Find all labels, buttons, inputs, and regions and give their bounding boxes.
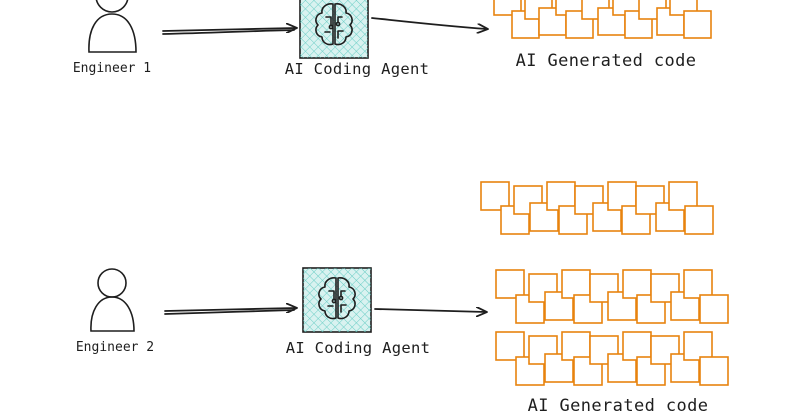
arrow-agent-1-to-code (371, 17, 487, 29)
code-block-icon (544, 353, 574, 383)
code-block-icon (513, 185, 543, 215)
brain-circuit-icon (315, 3, 353, 46)
code-block-icon (622, 331, 652, 361)
code-2-label: AI Generated code (527, 396, 709, 416)
code-block-icon (699, 294, 729, 324)
brain-circuit-icon (318, 277, 356, 320)
code-cluster-3 (495, 269, 729, 324)
arrow-agent-2-to-code (374, 309, 486, 312)
arrow-engineer-1-to-agent (162, 28, 296, 35)
person-icon (90, 268, 135, 332)
code-cluster-4 (495, 331, 729, 386)
code-block-icon (529, 202, 559, 232)
engineer-1-label: Engineer 1 (72, 61, 152, 76)
code-block-icon (573, 294, 603, 324)
agent-1-label: AI Coding Agent (284, 60, 430, 78)
code-block-icon (544, 291, 574, 321)
code-block-icon (561, 331, 591, 361)
agent-2-label: AI Coding Agent (285, 339, 431, 357)
code-block-icon (683, 269, 713, 299)
code-block-icon (684, 205, 714, 235)
code-block-icon (683, 331, 713, 361)
code-block-icon (699, 356, 729, 386)
code-block-icon (495, 331, 525, 361)
engineer-2-label: Engineer 2 (75, 340, 155, 355)
agent-box-2 (302, 267, 372, 333)
engineer-1-group (88, 0, 137, 53)
engineer-2-group (90, 268, 135, 332)
code-1-label: AI Generated code (515, 51, 697, 71)
code-block-icon (495, 269, 525, 299)
code-block-icon (683, 10, 712, 39)
code-block-icon (558, 205, 588, 235)
code-block-icon (561, 269, 591, 299)
arrow-engineer-2-to-agent (164, 308, 296, 315)
person-icon (88, 0, 137, 53)
agent-box-1 (299, 0, 369, 59)
code-cluster-2 (480, 181, 714, 235)
code-block-icon (538, 7, 567, 36)
code-block-icon (622, 269, 652, 299)
code-cluster-1 (493, 0, 712, 39)
